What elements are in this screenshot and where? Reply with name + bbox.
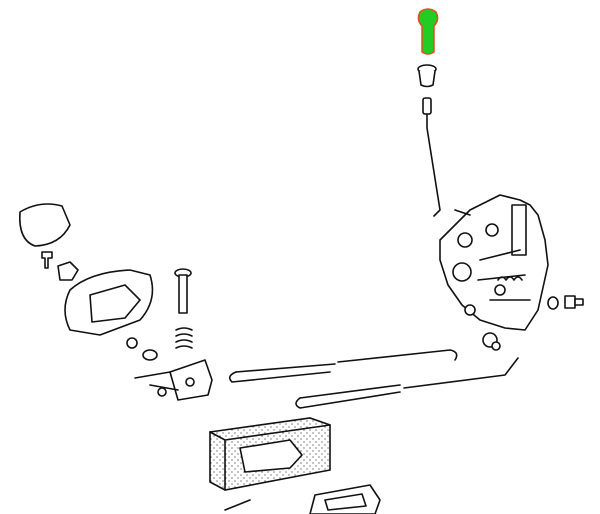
handle-bracket[interactable]: [134, 359, 213, 401]
washer-screw[interactable]: [126, 337, 158, 361]
rod-clip[interactable]: [482, 332, 501, 351]
handle-cover[interactable]: [18, 203, 71, 247]
handle-bolt[interactable]: [174, 268, 192, 314]
door-latch-assembly[interactable]: [439, 194, 549, 331]
latch-screw[interactable]: [547, 295, 584, 310]
lower-handle-bezel[interactable]: [224, 484, 381, 514]
lock-rod[interactable]: [422, 97, 441, 217]
foam-pad[interactable]: [209, 417, 331, 491]
knob-bushing[interactable]: [417, 64, 437, 88]
inner-handle-bezel[interactable]: [64, 269, 154, 336]
small-screw[interactable]: [41, 251, 79, 281]
linkage-rods[interactable]: [228, 349, 519, 409]
lock-knob-highlighted[interactable]: [417, 8, 439, 55]
spring[interactable]: [175, 327, 193, 349]
